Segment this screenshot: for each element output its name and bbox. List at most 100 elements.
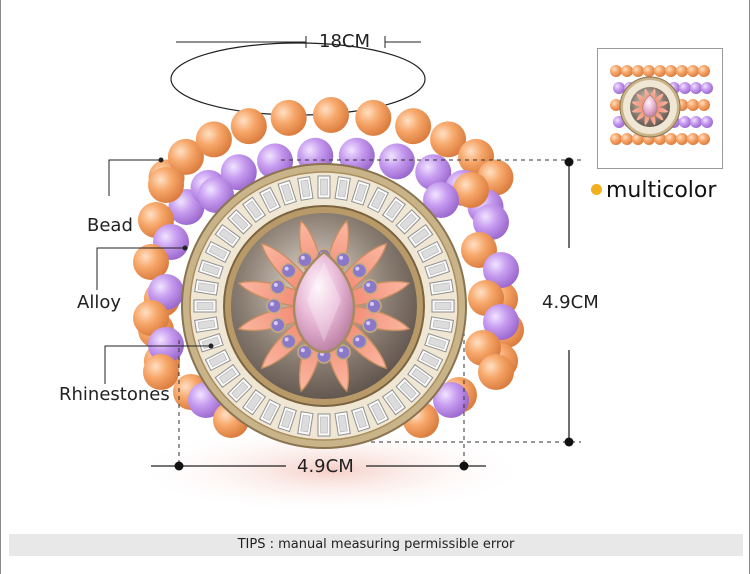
violet-stone <box>270 279 286 295</box>
rhinestone <box>416 349 444 372</box>
rhinestone <box>204 349 232 372</box>
width-dot-left <box>174 461 184 471</box>
rhinestone <box>204 240 232 263</box>
bead <box>143 354 179 390</box>
bead <box>338 137 375 174</box>
bead <box>478 354 514 390</box>
rhinestone <box>407 224 434 249</box>
color-option[interactable]: multicolor <box>591 178 716 203</box>
bracelet-shadow <box>131 425 531 515</box>
bead <box>430 121 467 158</box>
rhinestone <box>242 196 267 223</box>
bead-callout-line <box>108 159 161 196</box>
rhinestone <box>424 259 451 279</box>
bead <box>220 154 257 191</box>
rhinestone <box>367 398 390 426</box>
bead <box>195 121 232 158</box>
rhinestone <box>395 209 421 235</box>
rhinestone <box>194 316 219 333</box>
rhinestone <box>194 279 219 296</box>
rhinestones-callout-line <box>104 345 211 384</box>
bead <box>395 108 432 145</box>
violet-stone-ring <box>266 248 382 364</box>
width-label: 4.9CM <box>297 456 354 477</box>
violet-stone <box>266 298 282 314</box>
violet-stone <box>280 333 297 350</box>
bead <box>148 327 184 363</box>
rhinestone <box>351 179 371 206</box>
center-teardrop-gem <box>292 250 356 354</box>
height-label: 4.9CM <box>542 292 599 313</box>
bead-callout-dot <box>158 157 164 163</box>
bead <box>230 108 267 145</box>
rhinestone <box>227 377 253 403</box>
rhinestone <box>258 186 281 214</box>
bead <box>270 99 307 136</box>
bead-label: Bead <box>87 215 133 236</box>
bead <box>313 97 349 133</box>
violet-stone <box>351 333 368 350</box>
tips-bar: TIPS : manual measuring permissible erro… <box>9 534 743 556</box>
color-thumbnail[interactable] <box>597 48 723 169</box>
violet-stone <box>335 344 351 360</box>
rhinestones-label: Rhinestones <box>59 384 170 405</box>
violet-stone <box>297 252 313 268</box>
violet-stone <box>335 252 351 268</box>
rhinestone <box>297 411 314 436</box>
rhinestones-callout-dot <box>208 343 214 349</box>
alloy-callout-line <box>96 247 185 290</box>
rhinestone <box>351 406 371 433</box>
rhinestone-ring <box>193 175 455 437</box>
rhinestone <box>197 259 224 279</box>
violet-stone <box>270 317 286 333</box>
rhinestone <box>317 175 331 199</box>
bead <box>415 154 452 191</box>
color-option-label: multicolor <box>606 178 717 203</box>
violet-stone <box>351 262 368 279</box>
violet-stone <box>297 344 313 360</box>
bead <box>433 382 469 418</box>
rhinestone <box>214 224 241 249</box>
bead <box>148 274 184 310</box>
rhinestone <box>407 363 434 388</box>
violet-stone <box>362 317 378 333</box>
violet-stone <box>280 262 297 279</box>
rhinestone <box>395 377 421 403</box>
rhinestone <box>258 398 281 426</box>
height-dot-bottom <box>564 437 574 447</box>
bead <box>378 143 415 180</box>
rhinestone <box>317 413 331 437</box>
bead <box>423 182 459 218</box>
rhinestone <box>277 179 297 206</box>
alloy-callout-dot <box>182 245 188 251</box>
bead <box>355 99 392 136</box>
circumference-label: 18CM <box>319 31 371 52</box>
bead <box>483 252 519 288</box>
bead <box>148 167 184 203</box>
rhinestone <box>193 299 217 313</box>
thumbnail-image <box>610 65 713 145</box>
rhinestone <box>334 411 351 436</box>
bead <box>453 172 489 208</box>
color-dot-icon <box>591 183 602 195</box>
violet-stone <box>362 279 378 295</box>
rhinestone <box>431 299 455 313</box>
rhinestone <box>214 363 241 388</box>
bead <box>133 244 169 280</box>
rhinestone <box>424 333 451 353</box>
rhinestone <box>429 316 454 333</box>
bead <box>483 304 519 340</box>
rhinestone <box>334 176 351 201</box>
height-dot-top <box>564 157 574 167</box>
bead <box>133 300 169 336</box>
alloy-label: Alloy <box>77 292 121 313</box>
rhinestone <box>381 389 406 416</box>
rhinestone <box>416 240 444 263</box>
rhinestone <box>367 186 390 214</box>
bead <box>473 204 509 240</box>
rhinestone <box>227 209 253 235</box>
alloy-centerpiece <box>181 163 467 449</box>
rhinestone <box>381 196 406 223</box>
